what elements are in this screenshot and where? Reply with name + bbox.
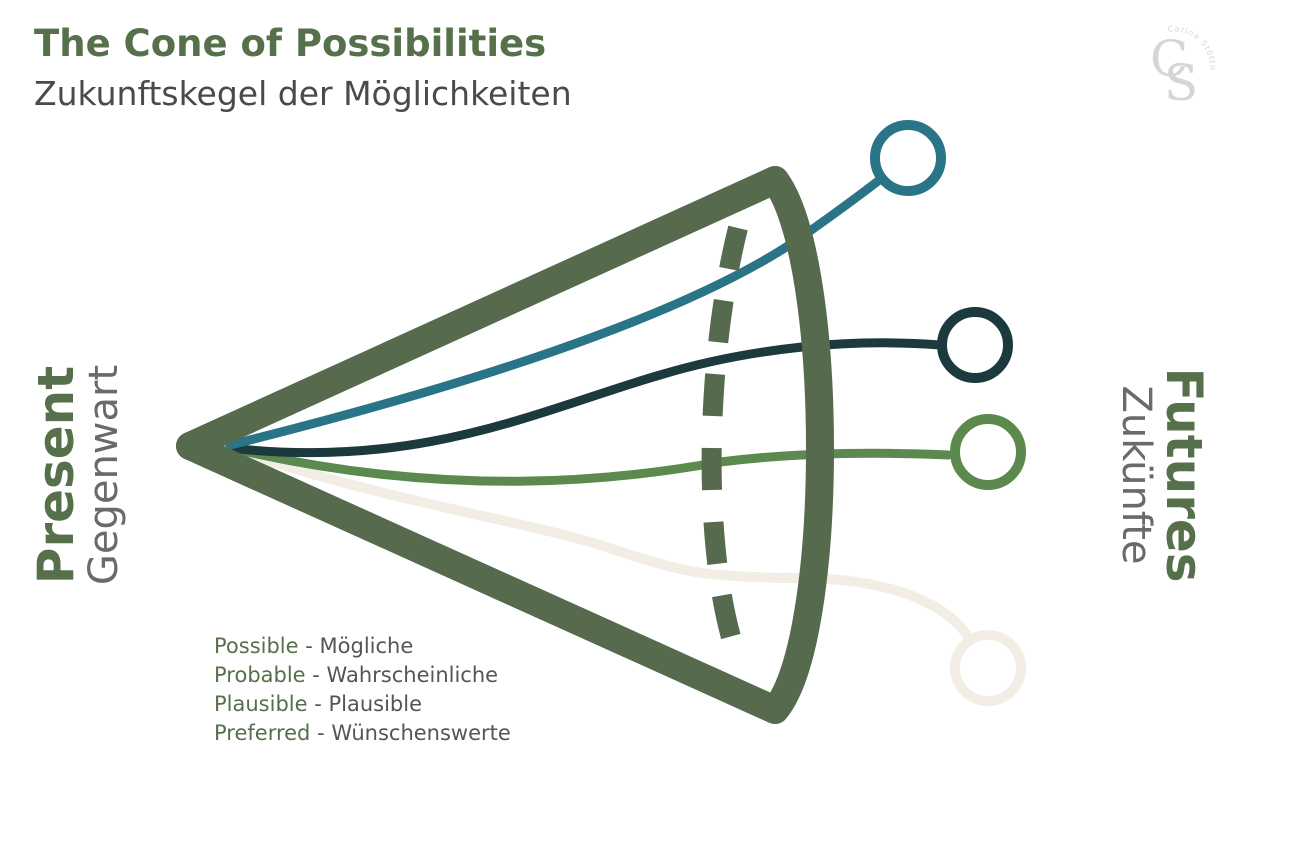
legend-item-plausible: Plausible - Plausible <box>214 690 511 719</box>
cone-upper-edge <box>176 166 789 460</box>
path-possible <box>225 173 887 450</box>
path-preferred <box>225 443 980 655</box>
legend-item-possible: Possible - Mögliche <box>214 632 511 661</box>
legend-label-en: Possible <box>214 634 299 658</box>
cone-lower-edge <box>176 432 789 724</box>
circle-possible <box>870 120 946 196</box>
circle-plausible <box>950 414 1026 490</box>
logo-monogram-s: S <box>1164 54 1198 112</box>
legend-label-de: Wahrscheinliche <box>326 663 499 687</box>
futures-label: Futures <box>1155 367 1213 583</box>
legend-label-de: Wünschenswerte <box>331 721 511 745</box>
circle-probable <box>937 307 1013 383</box>
legend-separator: - <box>298 634 320 658</box>
logo: C S Carina Stöttner <box>1120 18 1216 112</box>
legend-separator: - <box>310 721 332 745</box>
path-plausible <box>225 443 953 486</box>
legend-separator: - <box>307 692 329 716</box>
legend-label-de: Mögliche <box>319 634 414 658</box>
legend-item-preferred: Preferred - Wünschenswerte <box>214 719 511 748</box>
path-probable <box>225 338 945 458</box>
futures-label-de: Zukünfte <box>1113 385 1159 565</box>
legend-label-de: Plausible <box>328 692 423 716</box>
legend: Possible - Mögliche Probable - Wahrschei… <box>214 632 511 748</box>
legend-label-en: Preferred <box>214 721 311 745</box>
page-subtitle: Zukunftskegel der Möglichkeiten <box>34 74 572 113</box>
legend-item-probable: Probable - Wahrscheinliche <box>214 661 511 690</box>
legend-separator: - <box>305 663 327 687</box>
cone-rim <box>761 166 834 724</box>
cone-back-rim-dashed <box>701 225 750 669</box>
legend-label-en: Probable <box>214 663 306 687</box>
page-title: The Cone of Possibilities <box>34 22 547 65</box>
present-label: Present <box>27 365 85 585</box>
logo-monogram-c: C <box>1150 30 1188 88</box>
legend-label-en: Plausible <box>214 692 308 716</box>
circle-preferred <box>950 630 1026 706</box>
present-label-de: Gegenwart <box>81 364 127 586</box>
